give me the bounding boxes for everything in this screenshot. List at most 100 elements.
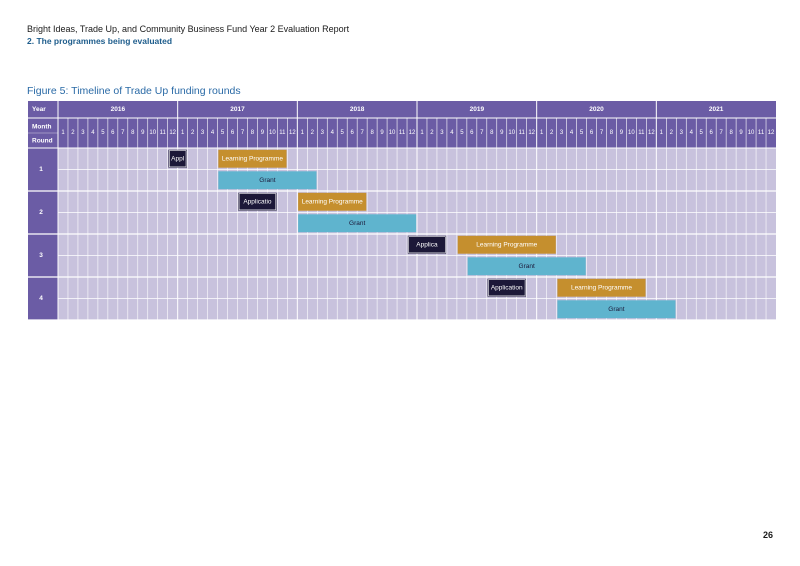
month-label: 2 — [430, 130, 434, 136]
month-label: 8 — [490, 130, 494, 136]
grant-label: Grant — [519, 263, 535, 270]
header-band — [28, 101, 776, 148]
report-title: Bright Ideas, Trade Up, and Community Bu… — [27, 24, 350, 34]
month-label: 12 — [289, 130, 296, 136]
month-label: 9 — [620, 130, 624, 136]
month-label: 1 — [181, 130, 185, 136]
learning-programme-bar — [298, 192, 367, 211]
round-label: 2 — [39, 209, 43, 216]
month-label: 3 — [81, 130, 85, 136]
month-label: 1 — [61, 130, 65, 136]
learning-programme-label: Learning Programme — [476, 241, 537, 248]
application-bar — [487, 278, 526, 297]
month-label: 8 — [370, 130, 374, 136]
round-row-label: Round — [32, 138, 53, 145]
month-label: 12 — [648, 130, 655, 136]
month-label: 3 — [560, 130, 564, 136]
month-label: 1 — [540, 130, 544, 136]
month-label: 3 — [440, 130, 444, 136]
month-label: 6 — [351, 130, 355, 136]
month-label: 2 — [311, 130, 315, 136]
month-label: 2 — [670, 130, 674, 136]
figure-title: Figure 5: Timeline of Trade Up funding r… — [27, 85, 241, 97]
month-label: 7 — [480, 130, 484, 136]
application-bar-outline — [238, 193, 277, 211]
application-label: Appl — [171, 155, 185, 162]
month-label: 12 — [409, 130, 416, 136]
month-label: 5 — [580, 130, 584, 136]
month-label: 5 — [460, 130, 464, 136]
month-label: 1 — [420, 130, 424, 136]
month-label: 6 — [231, 130, 235, 136]
learning-programme-label: Learning Programme — [222, 155, 283, 162]
page-number: 26 — [762, 530, 773, 540]
month-label: 10 — [748, 130, 755, 136]
year-row-label: Year — [32, 106, 46, 113]
month-label: 4 — [450, 130, 454, 136]
application-bar — [168, 149, 187, 168]
month-label: 11 — [399, 130, 406, 136]
month-label: 7 — [121, 130, 125, 136]
month-label: 8 — [251, 130, 255, 136]
year-label: 2019 — [470, 106, 485, 113]
application-bar-outline — [408, 236, 446, 254]
application-bar — [407, 235, 447, 254]
month-label: 7 — [600, 130, 604, 136]
month-label: 3 — [680, 130, 684, 136]
month-label: 5 — [101, 130, 105, 136]
application-bar-outline — [488, 279, 526, 297]
month-label: 5 — [221, 130, 225, 136]
month-label: 9 — [739, 130, 743, 136]
month-label: 5 — [341, 130, 345, 136]
learning-programme-label: Learning Programme — [302, 198, 363, 205]
learning-programme-label: Learning Programme — [571, 284, 632, 291]
month-label: 6 — [590, 130, 594, 136]
month-label: 6 — [470, 130, 474, 136]
month-label: 11 — [519, 130, 526, 136]
round-label: 4 — [39, 295, 43, 302]
month-label: 4 — [570, 130, 574, 136]
month-label: 3 — [321, 130, 325, 136]
month-label: 10 — [269, 130, 276, 136]
month-label: 12 — [528, 130, 535, 136]
month-label: 11 — [638, 130, 645, 136]
grant-bar — [557, 300, 676, 319]
year-label: 2021 — [709, 106, 724, 113]
month-label: 4 — [331, 130, 335, 136]
month-label: 11 — [160, 130, 167, 136]
month-label: 2 — [550, 130, 554, 136]
month-label: 7 — [719, 130, 723, 136]
month-label: 2 — [71, 130, 75, 136]
month-label: 11 — [279, 130, 286, 136]
learning-programme-bar — [457, 235, 556, 254]
month-label: 8 — [610, 130, 614, 136]
round-label: 1 — [39, 166, 43, 173]
month-label: 10 — [389, 130, 396, 136]
month-label: 6 — [111, 130, 115, 136]
grant-bar — [467, 257, 586, 276]
grant-label: Grant — [349, 220, 365, 227]
month-label: 10 — [628, 130, 635, 136]
month-label: 3 — [201, 130, 205, 136]
month-label: 7 — [241, 130, 245, 136]
year-label: 2017 — [230, 106, 245, 113]
application-bar — [238, 192, 277, 211]
application-label: Application — [491, 284, 523, 291]
month-label: 9 — [141, 130, 145, 136]
year-label: 2020 — [589, 106, 604, 113]
month-label: 9 — [261, 130, 265, 136]
month-label: 7 — [360, 130, 364, 136]
month-label: 4 — [211, 130, 215, 136]
year-label: 2016 — [111, 106, 126, 113]
application-bar-outline — [168, 150, 187, 168]
month-label: 1 — [301, 130, 305, 136]
month-label: 9 — [500, 130, 504, 136]
month-label: 8 — [729, 130, 733, 136]
year-label: 2018 — [350, 106, 365, 113]
learning-programme-bar — [557, 278, 646, 297]
month-label: 4 — [91, 130, 95, 136]
month-label: 2 — [191, 130, 195, 136]
month-row-label: Month — [32, 124, 52, 131]
month-label: 11 — [758, 130, 765, 136]
